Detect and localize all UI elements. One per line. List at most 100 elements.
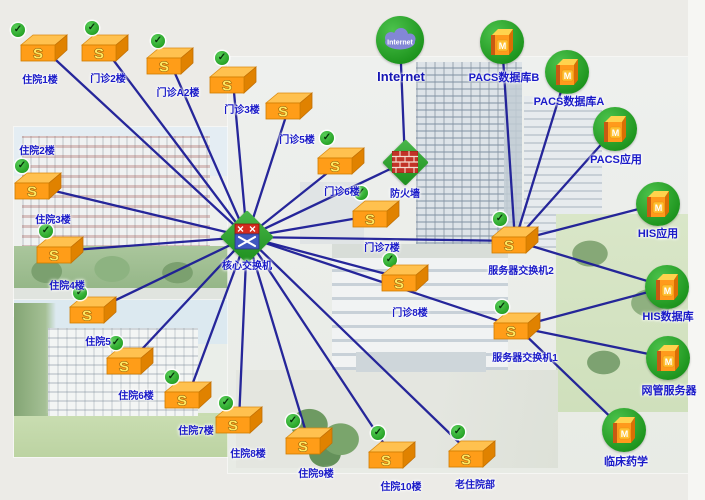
- status-check-icon: ✓: [495, 300, 509, 314]
- floor-switch-label: 住院9楼: [298, 469, 334, 480]
- floor-switch-icon[interactable]: S: [68, 296, 118, 326]
- floor-switch-icon[interactable]: S: [316, 147, 366, 177]
- server-switch-icon[interactable]: S: [490, 226, 540, 256]
- svg-text:S: S: [94, 46, 104, 63]
- status-check-icon: ✓: [286, 414, 300, 428]
- internet-icon[interactable]: Internet: [376, 16, 424, 64]
- floor-switch-icon[interactable]: S: [447, 440, 497, 470]
- server-switch-label: 服务器交换机1: [492, 353, 558, 364]
- floor-switch-label: 门诊6楼: [324, 187, 360, 198]
- svg-text:S: S: [381, 453, 391, 470]
- floor-switch-label: 门诊7楼: [364, 243, 400, 254]
- svg-text:S: S: [330, 159, 340, 176]
- svg-text:S: S: [394, 276, 404, 293]
- floor-switch-icon[interactable]: S: [214, 406, 264, 436]
- cloud-icon: Internet: [380, 28, 420, 52]
- status-check-icon: ✓: [451, 425, 465, 439]
- floor-switch-label: 门诊A2楼: [156, 88, 200, 99]
- server-label: 临床药学: [604, 456, 648, 468]
- floor-switch-label: 住院3楼: [35, 215, 71, 226]
- svg-text:S: S: [82, 308, 92, 325]
- server-label: 网管服务器: [641, 385, 697, 397]
- status-check-icon: ✓: [215, 51, 229, 65]
- floor-switch-icon[interactable]: S: [367, 441, 417, 471]
- status-check-icon: ✓: [320, 131, 334, 145]
- brick-wall-glyph: [391, 150, 419, 174]
- server-pacsdbA-icon[interactable]: M: [545, 50, 589, 94]
- floor-switch-icon[interactable]: S: [208, 66, 258, 96]
- floor-switch-label: 住院5: [85, 337, 111, 348]
- floor-switch-icon[interactable]: S: [380, 264, 430, 294]
- status-check-icon: ✓: [85, 21, 99, 35]
- svg-text:M: M: [664, 286, 672, 296]
- floor-switch-icon[interactable]: S: [145, 47, 195, 77]
- floor-switch-label: 门诊2楼: [90, 74, 126, 85]
- server-switch-icon[interactable]: S: [492, 312, 542, 342]
- server-hisapp-icon[interactable]: M: [636, 182, 680, 226]
- core-switch-icon[interactable]: [220, 210, 274, 264]
- status-check-icon: ✓: [383, 253, 397, 267]
- status-check-icon: ✓: [371, 426, 385, 440]
- server-box-glyph: M: [553, 56, 581, 88]
- status-check-icon: ✓: [11, 23, 25, 37]
- floor-switch-icon[interactable]: S: [35, 236, 85, 266]
- lawn-decoration: [14, 416, 232, 457]
- floor-switch-label: 门诊5楼: [279, 135, 315, 146]
- status-check-icon: ✓: [151, 34, 165, 48]
- status-check-icon: ✓: [165, 370, 179, 384]
- floor-switch-label: 门诊8楼: [392, 308, 428, 319]
- server-box-glyph: M: [654, 342, 682, 374]
- server-switch-label: 服务器交换机2: [488, 266, 554, 277]
- floor-switch-icon[interactable]: S: [351, 200, 401, 230]
- server-box-glyph: M: [653, 271, 681, 303]
- firewall-icon[interactable]: [381, 138, 429, 186]
- floor-switch-icon[interactable]: S: [105, 347, 155, 377]
- floor-switch-label: 住院10楼: [380, 482, 422, 493]
- server-pacsapp-icon[interactable]: M: [593, 107, 637, 151]
- server-label: HIS数据库: [642, 311, 694, 323]
- server-netmgmt-icon[interactable]: M: [646, 336, 690, 380]
- svg-text:M: M: [564, 71, 572, 81]
- server-clinical-icon[interactable]: M: [602, 408, 646, 452]
- svg-text:S: S: [228, 418, 238, 435]
- floor-switch-label: 门诊3楼: [224, 105, 260, 116]
- server-label: PACS应用: [590, 154, 642, 166]
- server-box-glyph: M: [488, 26, 516, 58]
- internet-label: Internet: [377, 69, 425, 84]
- svg-text:S: S: [506, 324, 516, 341]
- server-label: PACS数据库B: [468, 72, 540, 84]
- status-check-icon: ✓: [73, 286, 87, 300]
- floor-switch-icon[interactable]: S: [80, 34, 130, 64]
- svg-text:M: M: [621, 429, 629, 439]
- server-box-glyph: M: [601, 113, 629, 145]
- floor-switch-icon[interactable]: S: [264, 92, 314, 122]
- svg-text:Internet: Internet: [387, 40, 413, 47]
- floor-switch-icon[interactable]: S: [19, 34, 69, 64]
- svg-text:S: S: [504, 238, 514, 255]
- svg-text:S: S: [119, 359, 129, 376]
- status-check-icon: ✓: [219, 396, 233, 410]
- svg-text:S: S: [27, 184, 37, 201]
- background-edge-strip: [688, 0, 705, 500]
- svg-text:S: S: [278, 104, 288, 121]
- floor-switch-icon[interactable]: S: [284, 427, 334, 457]
- server-pacsdbB-icon[interactable]: M: [480, 20, 524, 64]
- svg-text:M: M: [612, 128, 620, 138]
- svg-text:M: M: [665, 357, 673, 367]
- svg-text:S: S: [365, 212, 375, 229]
- floor-switch-label: 住院4楼: [49, 281, 85, 292]
- floor-switch-label: 住院2楼: [19, 146, 55, 157]
- floor-switch-label: 老住院部: [455, 480, 495, 491]
- firewall-label: 防火墙: [390, 189, 420, 200]
- status-check-icon: ✓: [493, 212, 507, 226]
- server-hisdb-icon[interactable]: M: [645, 265, 689, 309]
- svg-text:S: S: [461, 452, 471, 469]
- svg-text:S: S: [159, 59, 169, 76]
- floor-switch-icon[interactable]: S: [13, 172, 63, 202]
- status-check-icon: ✓: [15, 159, 29, 173]
- floor-switch-icon[interactable]: S: [163, 381, 213, 411]
- multilayer-switch-glyph: [232, 222, 262, 252]
- svg-text:S: S: [33, 46, 43, 63]
